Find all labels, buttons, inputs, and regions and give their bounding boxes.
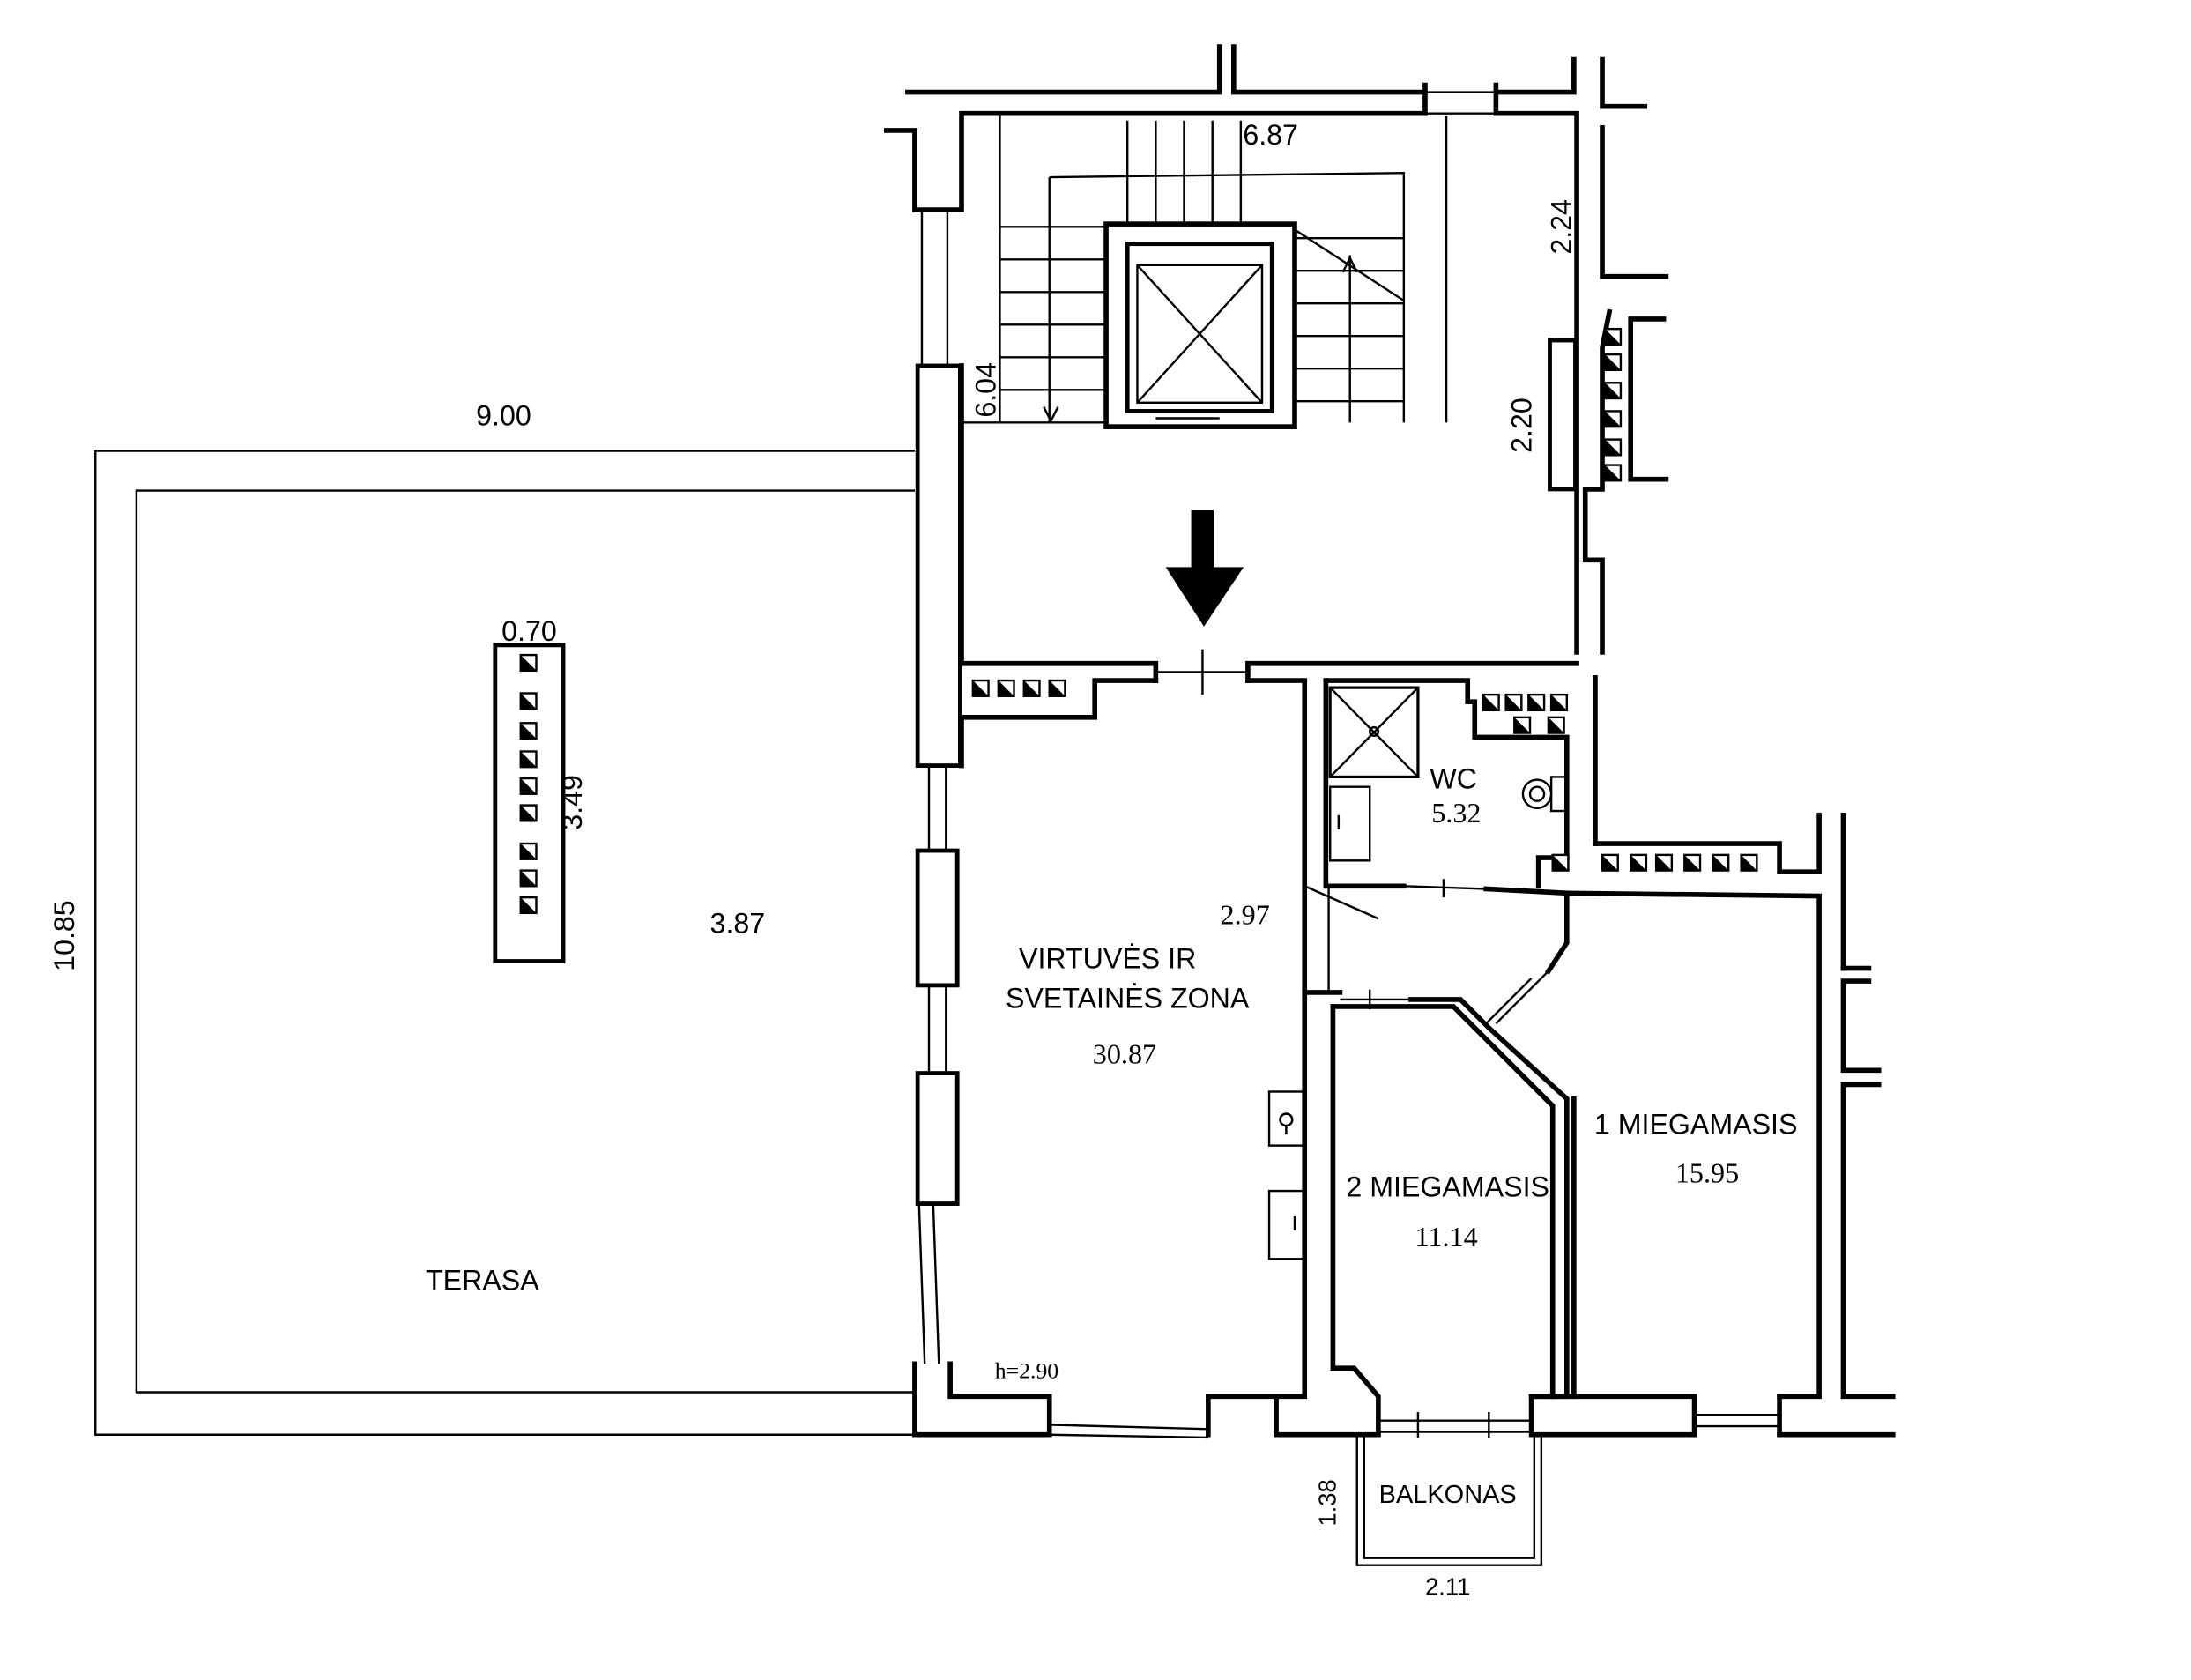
wc-label: WC: [1430, 762, 1477, 794]
terrace-depth-dim: 10.85: [48, 900, 80, 970]
walls: [883, 44, 1896, 1439]
bedroom1-area: 15.95: [1675, 1156, 1739, 1188]
chimney-length-dim: 3.49: [556, 775, 588, 830]
stairwell: [962, 113, 1448, 429]
balcony-width-dim: 2.11: [1425, 1572, 1470, 1600]
wc-fixtures: ⚲: [1267, 686, 1569, 1260]
arrow-down-icon: [1165, 510, 1244, 627]
balcony-depth-dim: 1.38: [1314, 1479, 1341, 1526]
balcony: [1355, 1434, 1543, 1566]
stair-dim-right-2: 2.20: [1506, 398, 1538, 453]
kitchen-label-line1: VIRTUVĖS IR: [1019, 943, 1196, 975]
chimney-width-dim: 0.70: [501, 615, 557, 647]
stair-dim-right-1: 2.24: [1546, 199, 1578, 255]
terrace: [94, 450, 915, 1436]
stair-dim-left: 6.04: [970, 362, 1002, 418]
bedroom2-area: 11.14: [1415, 1221, 1478, 1253]
stove-icon: ⚲: [1277, 1110, 1296, 1138]
ceiling-height: h=2.90: [995, 1357, 1058, 1383]
stair-dim-top: 6.87: [1243, 119, 1298, 151]
terrace-width-dim: 9.00: [476, 400, 531, 432]
terrace-area: 3.87: [710, 907, 766, 939]
terrace-label: TERASA: [426, 1265, 539, 1297]
hall-area: 2.97: [1221, 899, 1270, 931]
kitchen-label-line2: SVETAINĖS ZONA: [1006, 983, 1250, 1015]
wc-area: 5.32: [1431, 797, 1481, 829]
ventilation-ducts: [971, 327, 1758, 872]
kitchen-area: 30.87: [1093, 1037, 1156, 1069]
balcony-label: BALKONAS: [1379, 1481, 1517, 1509]
bedroom2-label: 2 MIEGAMASIS: [1346, 1171, 1549, 1203]
chimney: [493, 643, 566, 963]
bedroom1-label: 1 MIEGAMASIS: [1594, 1109, 1798, 1141]
